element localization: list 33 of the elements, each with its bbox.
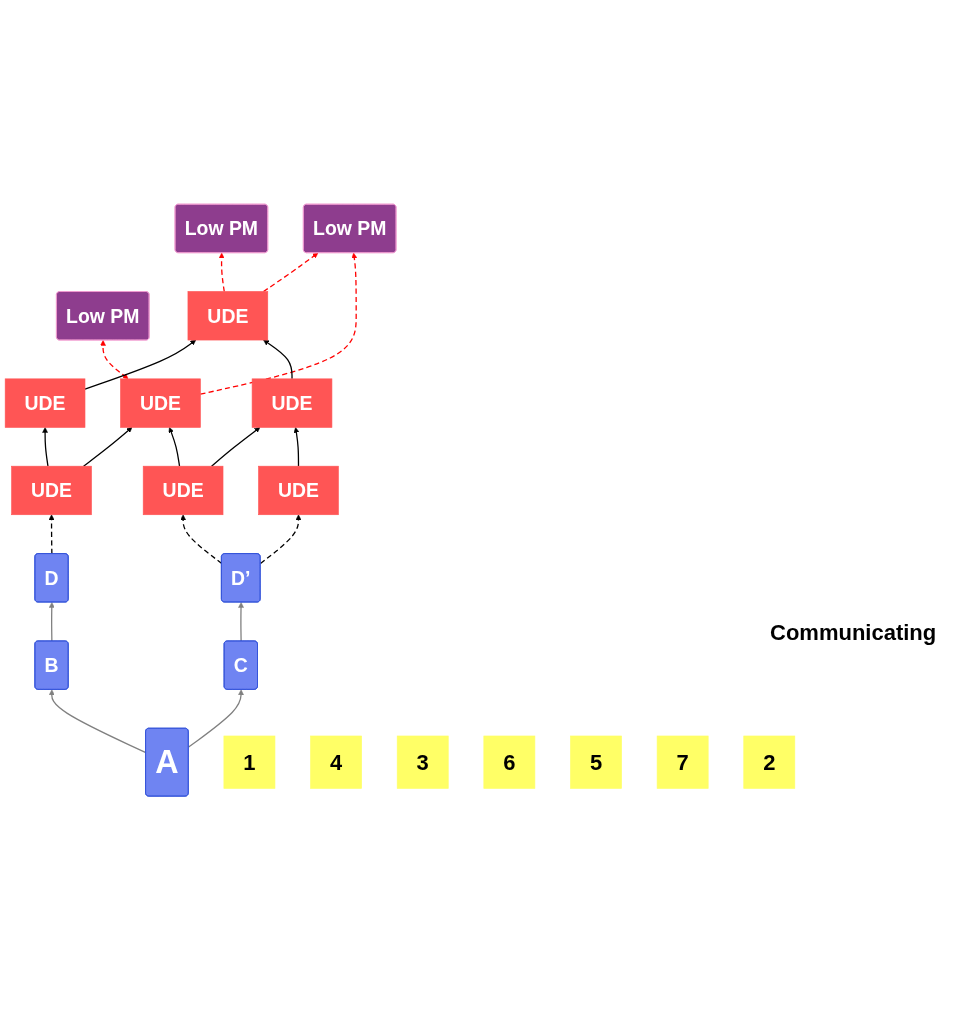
node-box: 1 [223, 735, 276, 789]
node-box: UDE [120, 378, 201, 428]
node-box: UDE [251, 378, 333, 428]
arrow [238, 601, 244, 642]
arrow [293, 426, 300, 467]
node-box: 7 [656, 735, 709, 789]
arrow [218, 252, 225, 292]
node-box: UDE [11, 465, 92, 515]
node-box: UDE [187, 291, 269, 341]
arrow [42, 426, 49, 467]
arrow [188, 689, 244, 748]
arrow [262, 252, 319, 292]
arrow [48, 689, 147, 754]
node-box: UDE [258, 465, 339, 515]
annotation-text: Communicating [770, 620, 937, 646]
arrow [199, 252, 358, 395]
node-box: UDE [4, 378, 86, 428]
node-box: 5 [570, 735, 622, 789]
node-box: 4 [310, 735, 362, 789]
node-box: 6 [483, 735, 536, 789]
node-box: 3 [396, 735, 449, 789]
arrow [100, 339, 129, 379]
arrow [180, 514, 223, 564]
arrow [48, 514, 55, 555]
arrow [259, 514, 302, 564]
arrow [48, 601, 55, 642]
arrow [263, 339, 293, 380]
node-box: 2 [743, 735, 796, 789]
node-box: UDE [142, 465, 224, 515]
arrow [168, 426, 181, 467]
arrow [82, 426, 133, 467]
arrow [84, 339, 197, 390]
arrow [210, 426, 261, 467]
